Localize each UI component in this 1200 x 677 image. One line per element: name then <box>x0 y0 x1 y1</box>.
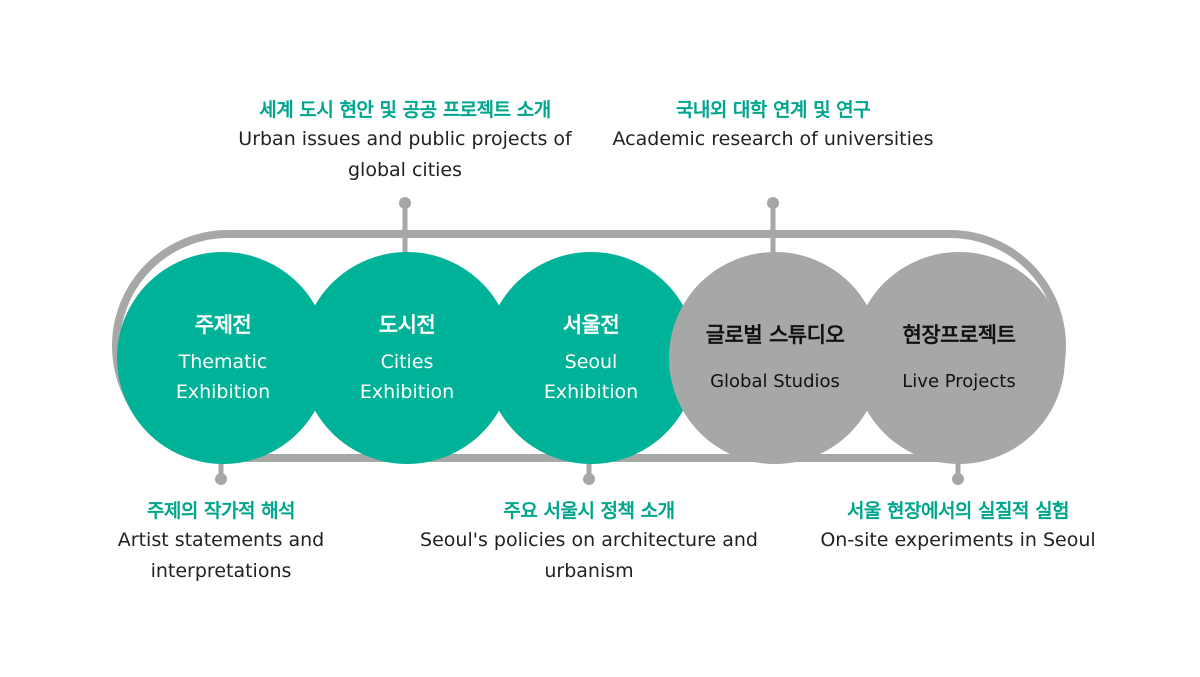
connector-dot-top-cities <box>399 197 411 209</box>
circle-subtitle: Seoul Exhibition <box>543 351 639 403</box>
annotation-bottom-live: 서울 현장에서의 실질적 실험 On-site experiments in S… <box>793 497 1123 556</box>
circle-title: 서울전 <box>562 313 620 337</box>
circle-cities-exhibition: 도시전 Cities Exhibition <box>301 252 513 464</box>
annotation-bottom-thematic: 주제의 작가적 해석 Artist statements and interpr… <box>81 497 361 587</box>
annotation-text: Artist statements and interpretations <box>117 529 325 582</box>
annotation-top-cities: 세계 도시 현안 및 공공 프로젝트 소개 Urban issues and p… <box>205 96 605 186</box>
connector-dot-top-studios <box>767 197 779 209</box>
circle-title: 현장프로젝트 <box>902 323 1016 347</box>
circle-thematic-exhibition: 주제전 Thematic Exhibition <box>117 252 329 464</box>
circle-subtitle: Global Studios <box>710 371 840 392</box>
circle-title: 도시전 <box>378 313 436 337</box>
annotation-title: 서울 현장에서의 실질적 실험 <box>846 500 1070 522</box>
circle-global-studios: 글로벌 스튜디오 Global Studios <box>669 252 881 464</box>
circle-live-projects: 현장프로젝트 Live Projects <box>853 252 1065 464</box>
connector-dot-bottom-live <box>952 473 964 485</box>
circle-subtitle: Thematic Exhibition <box>175 351 271 403</box>
annotation-title: 세계 도시 현안 및 공공 프로젝트 소개 <box>259 99 551 121</box>
circle-seoul-exhibition: 서울전 Seoul Exhibition <box>485 252 697 464</box>
circle-title: 주제전 <box>194 313 252 337</box>
circle-subtitle: Live Projects <box>902 371 1016 392</box>
circle-subtitle: Cities Exhibition <box>359 351 455 403</box>
annotation-text: Urban issues and public projects of glob… <box>238 128 572 181</box>
annotation-bottom-seoul: 주요 서울시 정책 소개 Seoul's policies on archite… <box>394 497 784 587</box>
circle-title: 글로벌 스튜디오 <box>705 323 845 347</box>
annotation-title: 국내외 대학 연계 및 연구 <box>675 99 871 121</box>
annotation-title: 주요 서울시 정책 소개 <box>503 500 675 522</box>
annotation-text: Seoul's policies on architecture and urb… <box>420 529 758 582</box>
annotation-text: On-site experiments in Seoul <box>820 529 1096 551</box>
annotation-title: 주제의 작가적 해석 <box>146 500 296 522</box>
annotation-top-studios: 국내외 대학 연계 및 연구 Academic research of univ… <box>598 96 948 155</box>
annotation-text: Academic research of universities <box>612 128 934 150</box>
connector-dot-bottom-thematic <box>215 473 227 485</box>
connector-dot-bottom-seoul <box>583 473 595 485</box>
